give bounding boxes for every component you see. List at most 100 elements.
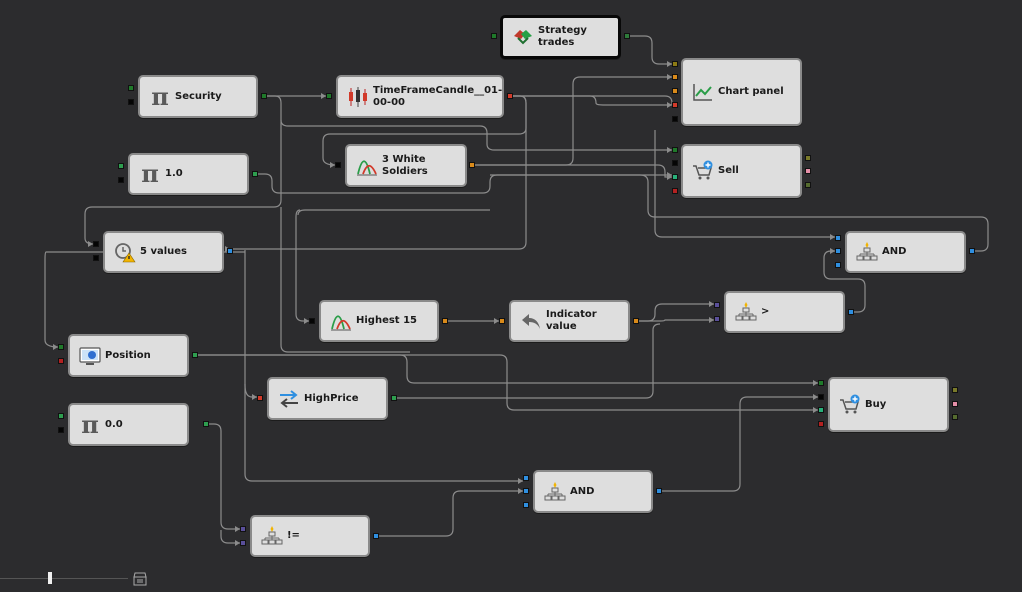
high-price-node[interactable]: HighPrice [267,377,388,420]
and-bottom-in-3[interactable] [523,502,529,508]
high-price-out-port[interactable] [391,395,397,401]
buy-node[interactable]: Buy [828,377,949,432]
buy-in-3[interactable] [818,407,824,413]
position-out-port[interactable] [192,352,198,358]
and-top-in-1[interactable] [835,235,841,241]
highest-15-in-port[interactable] [309,318,315,324]
chart-panel-in-1[interactable] [672,61,678,67]
security-in-1[interactable] [128,85,134,91]
indicator-value-in-port[interactable] [499,318,505,324]
wire-arrow-8 [667,172,672,178]
back-arrow-icon [518,308,544,334]
three-white-soldiers-in-port[interactable] [335,162,341,168]
sell-in-1[interactable] [672,147,678,153]
and-bottom-in-2[interactable] [523,488,529,494]
not-equal-out-port[interactable] [373,533,379,539]
value-zero-node[interactable]: π 0.0 [68,403,189,446]
chart-panel-in-4[interactable] [672,102,678,108]
logic-tree-icon [542,479,568,505]
indicator-value-out-port[interactable] [633,318,639,324]
timeframe-candle-in-port[interactable] [326,93,332,99]
timer-warning-icon [112,239,138,265]
not-equal-in-2[interactable] [240,540,246,546]
logic-tree-icon [854,239,880,265]
strategy-trades-out-port[interactable] [624,33,630,39]
value-zero-in-2[interactable] [58,427,64,433]
and-top-in-3[interactable] [835,262,841,268]
buy-out-3[interactable] [952,414,958,420]
and-bottom-node[interactable]: AND [533,470,653,513]
highest-15-out-port[interactable] [442,318,448,324]
wire-3 [510,95,673,105]
wire-arrow-3 [667,102,672,108]
greater-than-out-port[interactable] [848,309,854,315]
buy-out-1[interactable] [952,387,958,393]
not-equal-in-1[interactable] [240,526,246,532]
strategy-trades-in-port[interactable] [491,33,497,39]
pi-icon: π [151,81,169,111]
buy-in-2[interactable] [818,394,824,400]
five-values-out-port[interactable] [227,248,233,254]
five-values-in-2[interactable] [93,255,99,261]
security-node[interactable]: π Security [138,75,258,118]
wire-26 [206,423,240,530]
three-white-soldiers-node[interactable]: 3 White Soldiers [345,144,467,187]
indicator-value-node[interactable]: Indicator value [509,300,630,342]
wire-11 [230,95,527,250]
and-bottom-out-port[interactable] [656,488,662,494]
sell-out-3[interactable] [805,182,811,188]
chart-panel-node[interactable]: Chart panel [681,58,802,126]
high-price-in-port[interactable] [257,395,263,401]
zoom-slider-thumb[interactable] [48,572,52,584]
value-one-in-1[interactable] [118,163,124,169]
buy-out-2[interactable] [952,401,958,407]
sell-in-3[interactable] [672,174,678,180]
value-one-node[interactable]: π 1.0 [128,153,249,195]
buy-in-4[interactable] [818,421,824,427]
wire-14 [823,250,866,313]
wire-4 [510,95,672,106]
and-top-in-2[interactable] [835,248,841,254]
value-zero-out-port[interactable] [203,421,209,427]
and-bottom-in-1[interactable] [523,475,529,481]
position-in-1[interactable] [58,344,64,350]
chart-panel-in-5[interactable] [672,116,678,122]
wire-18 [295,209,309,322]
timeframe-candle-node[interactable]: TimeFrameCandle__01-00-00 [336,75,504,118]
chart-panel-in-3[interactable] [672,88,678,94]
security-in-2[interactable] [128,99,134,105]
sell-out-2[interactable] [805,168,811,174]
sell-out-1[interactable] [805,155,811,161]
five-values-node[interactable]: 5 values [103,231,224,273]
chart-panel-in-2[interactable] [672,74,678,80]
strategy-trades-node[interactable]: Strategy trades [500,15,621,59]
position-node[interactable]: Position [68,334,189,377]
and-top-out-port[interactable] [969,248,975,254]
sell-in-4[interactable] [672,188,678,194]
value-zero-in-1[interactable] [58,413,64,419]
wire-arrow-2 [321,93,326,99]
sell-node[interactable]: Sell [681,144,802,198]
value-one-out-port[interactable] [252,171,258,177]
fit-view-icon[interactable] [132,571,148,587]
wire-arrow-10 [830,248,835,254]
sell-in-2[interactable] [672,160,678,166]
security-out-port[interactable] [261,93,267,99]
position-in-2[interactable] [58,358,64,364]
zoom-slider-track[interactable] [0,578,128,579]
timeframe-candle-out-port[interactable] [507,93,513,99]
greater-than-node[interactable]: > [724,291,845,333]
wire-20 [244,250,257,398]
greater-than-in-1[interactable] [714,302,720,308]
wire-10 [490,174,989,252]
and-top-node[interactable]: AND [845,231,966,273]
three-white-soldiers-out-port[interactable] [469,162,475,168]
buy-in-1[interactable] [818,380,824,386]
value-one-in-2[interactable] [118,177,124,183]
wire-arrow-22 [813,394,818,400]
not-equal-node[interactable]: != [250,515,370,557]
highest-15-node[interactable]: Highest 15 [319,300,439,342]
greater-than-in-2[interactable] [714,316,720,322]
five-values-in-1[interactable] [93,241,99,247]
